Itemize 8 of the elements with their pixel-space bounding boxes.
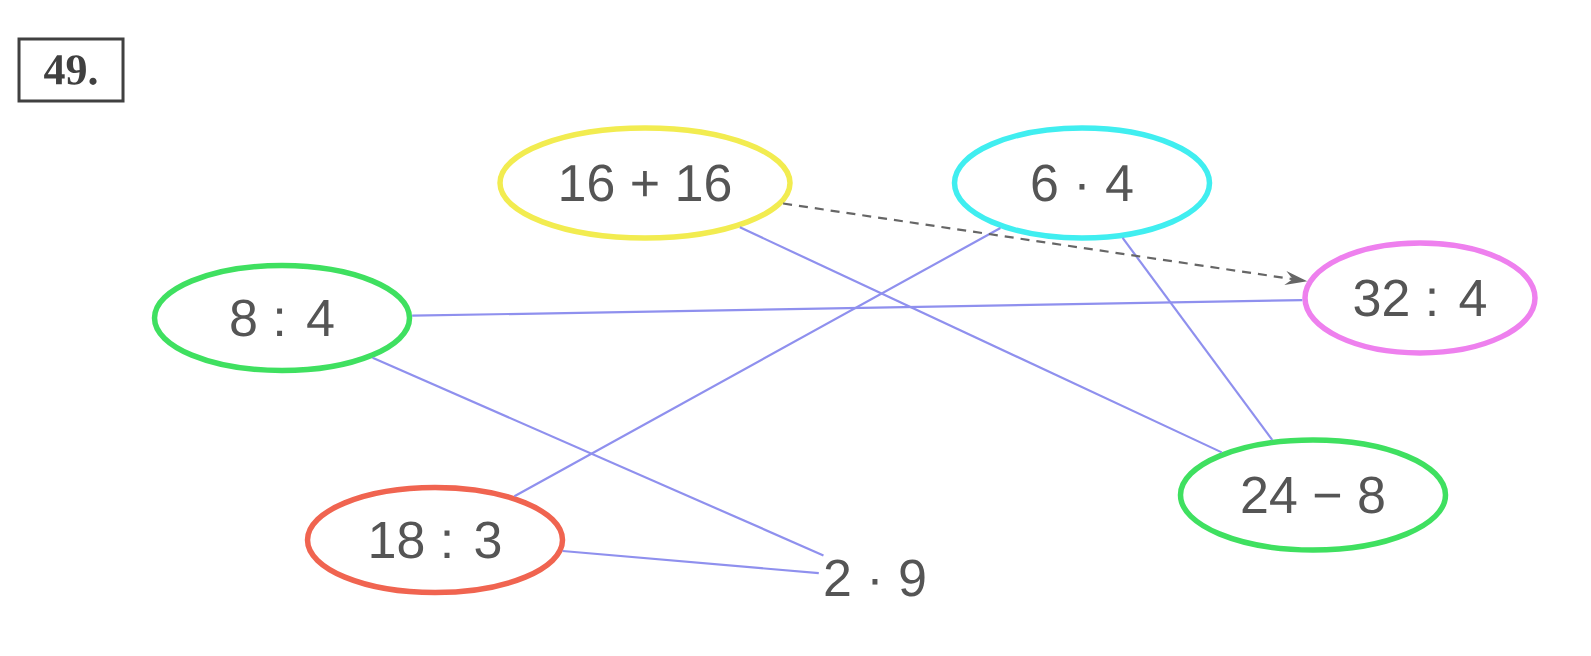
number-box: 49.	[17, 37, 125, 103]
connector-line	[562, 549, 819, 575]
connector-line	[513, 227, 1001, 498]
connector-line	[412, 298, 1303, 317]
connector-line	[739, 226, 1223, 454]
connector-line	[372, 356, 824, 557]
connector-line	[1121, 237, 1274, 441]
expression-text: 2 · 9	[825, 559, 925, 597]
